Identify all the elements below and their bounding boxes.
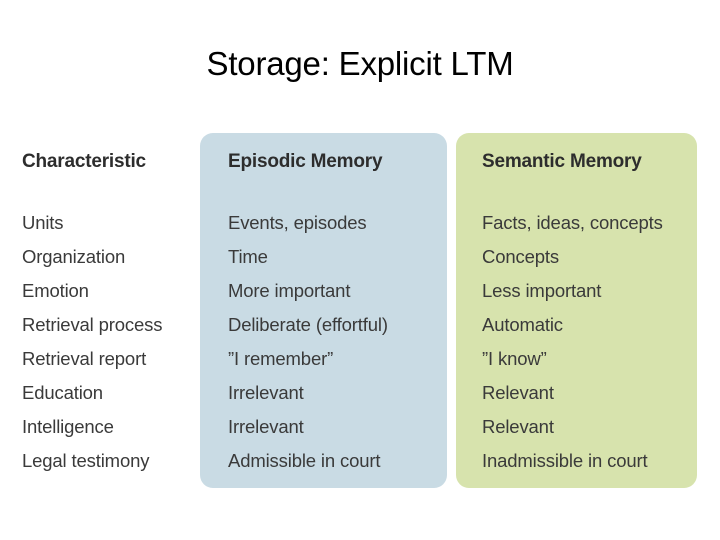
table-cell: Irrelevant <box>228 382 304 403</box>
table-cell: ”I know” <box>482 348 547 369</box>
table-cell: Relevant <box>482 416 554 437</box>
column-episodic-memory: Episodic Memory Events, episodes Time Mo… <box>200 133 447 488</box>
table-cell: Relevant <box>482 382 554 403</box>
table-cell: More important <box>228 280 351 301</box>
table-cell: Irrelevant <box>228 416 304 437</box>
table-cell: Intelligence <box>22 416 114 437</box>
table-cell: Education <box>22 382 103 403</box>
column-cells-semantic-memory: Facts, ideas, concepts Concepts Less imp… <box>456 206 720 478</box>
column-header-characteristic: Characteristic <box>22 151 146 172</box>
panel-semantic-memory <box>456 133 697 488</box>
column-cells-episodic-memory: Events, episodes Time More important Del… <box>200 206 475 478</box>
table-cell: Less important <box>482 280 602 301</box>
table-cell: Inadmissible in court <box>482 450 648 471</box>
panel-episodic-memory <box>200 133 447 488</box>
table-cell: ”I remember” <box>228 348 334 369</box>
table-cell: Concepts <box>482 246 559 267</box>
table-cell: Emotion <box>22 280 89 301</box>
column-characteristic: Characteristic Units Organization Emotio… <box>0 133 200 488</box>
table-cell: Deliberate (effortful) <box>228 314 388 335</box>
table-cell: Events, episodes <box>228 212 367 233</box>
table-cell: Legal testimony <box>22 450 150 471</box>
table-cell: Retrieval report <box>22 348 147 369</box>
table-cell: Facts, ideas, concepts <box>482 212 663 233</box>
column-semantic-memory: Semantic Memory Facts, ideas, concepts C… <box>456 133 697 488</box>
table-cell: Units <box>22 212 64 233</box>
column-cells-characteristic: Units Organization Emotion Retrieval pro… <box>0 206 222 478</box>
table-cell: Retrieval process <box>22 314 163 335</box>
column-header-semantic-memory: Semantic Memory <box>482 151 642 172</box>
column-header-episodic-memory: Episodic Memory <box>228 151 383 172</box>
page-title: Storage: Explicit LTM <box>206 45 514 82</box>
table-cell: Organization <box>22 246 126 267</box>
table-cell: Admissible in court <box>228 450 381 471</box>
table-cell: Automatic <box>482 314 563 335</box>
table-cell: Time <box>228 246 268 267</box>
